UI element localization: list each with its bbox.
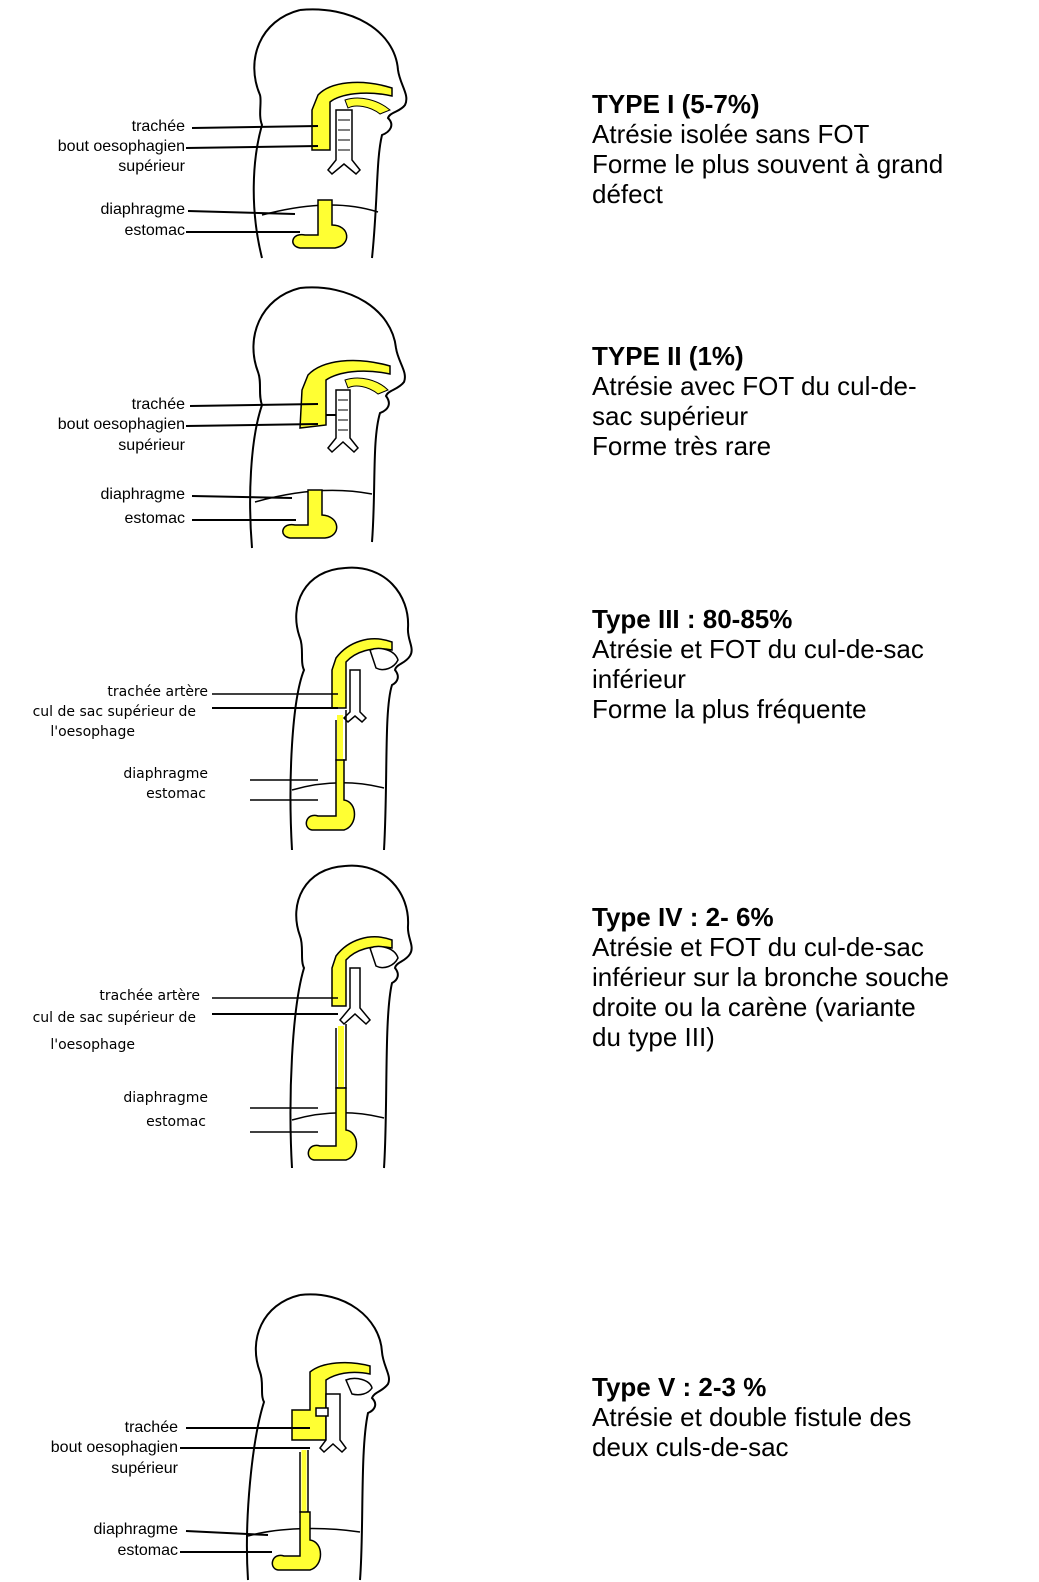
type-1-diagram (0, 0, 430, 270)
type-3-line-2: inférieur (592, 664, 1037, 694)
type-5-line-1: Atrésie et double fistule des (592, 1402, 1037, 1432)
type-2-line-1: Atrésie avec FOT du cul-de- (592, 371, 1037, 401)
type-1-line-3: défect (592, 179, 1037, 209)
type-4-line-4: du type III) (592, 1022, 1037, 1052)
label-trachee-artere: trachée artère (99, 988, 200, 1004)
type-3-line-1: Atrésie et FOT du cul-de-sac (592, 634, 1037, 664)
label-diaphragme: diaphragme (101, 486, 186, 504)
label-bout-oesophagien: bout oesophagien (58, 138, 185, 156)
type-5-line-2: deux culs-de-sac (592, 1432, 1037, 1462)
type-2-title: TYPE II (1%) (592, 341, 1037, 371)
label-trachee: trachée (125, 1419, 178, 1437)
label-oesophage: l'oesophage (50, 1037, 135, 1053)
label-estomac: estomac (146, 786, 206, 802)
type-2-line-3: Forme très rare (592, 431, 1037, 461)
type-3-line-3: Forme la plus fréquente (592, 694, 1037, 724)
type-4-line-1: Atrésie et FOT du cul-de-sac (592, 932, 1037, 962)
label-estomac: estomac (125, 222, 185, 240)
panel-type-2: trachée bout oesophagien supérieur diaph… (0, 280, 1039, 555)
type-2-line-2: sac supérieur (592, 401, 1037, 431)
type-1-line-2: Forme le plus souvent à grand (592, 149, 1037, 179)
label-diaphragme: diaphragme (123, 1090, 208, 1106)
label-trachee-artere: trachée artère (107, 684, 208, 700)
panel-type-5: trachée bout oesophagien supérieur diaph… (0, 1290, 1039, 1582)
label-superieur: supérieur (118, 158, 185, 176)
label-cul-de-sac-superieur: cul de sac supérieur de (33, 704, 196, 720)
type-3-description: Type III : 80-85% Atrésie et FOT du cul-… (592, 604, 1037, 724)
label-diaphragme: diaphragme (101, 201, 186, 219)
panel-type-3: trachée artère cul de sac supérieur de l… (0, 560, 1039, 855)
label-diaphragme: diaphragme (123, 766, 208, 782)
label-estomac: estomac (125, 510, 185, 528)
type-4-title: Type IV : 2- 6% (592, 902, 1037, 932)
label-superieur: supérieur (118, 437, 185, 455)
label-trachee: trachée (132, 396, 185, 414)
type-5-diagram (0, 1290, 430, 1582)
type-4-description: Type IV : 2- 6% Atrésie et FOT du cul-de… (592, 902, 1037, 1052)
type-4-line-3: droite ou la carène (variante (592, 992, 1037, 1022)
type-5-title: Type V : 2-3 % (592, 1372, 1037, 1402)
label-estomac: estomac (118, 1542, 178, 1560)
panel-type-1: trachée bout oesophagien supérieur diaph… (0, 0, 1039, 270)
type-1-line-1: Atrésie isolée sans FOT (592, 119, 1037, 149)
type-2-description: TYPE II (1%) Atrésie avec FOT du cul-de-… (592, 341, 1037, 461)
type-5-description: Type V : 2-3 % Atrésie et double fistule… (592, 1372, 1037, 1462)
label-trachee: trachée (132, 118, 185, 136)
label-diaphragme: diaphragme (94, 1521, 179, 1539)
type-4-line-2: inférieur sur la bronche souche (592, 962, 1037, 992)
label-bout-oesophagien: bout oesophagien (51, 1439, 178, 1457)
type-1-description: TYPE I (5-7%) Atrésie isolée sans FOT Fo… (592, 89, 1037, 209)
label-bout-oesophagien: bout oesophagien (58, 416, 185, 434)
label-superieur: supérieur (111, 1460, 178, 1478)
label-estomac: estomac (146, 1114, 206, 1130)
type-1-title: TYPE I (5-7%) (592, 89, 1037, 119)
type-3-title: Type III : 80-85% (592, 604, 1037, 634)
label-oesophage: l'oesophage (50, 724, 135, 740)
panel-type-4: trachée artère cul de sac supérieur de l… (0, 858, 1039, 1188)
label-cul-de-sac-superieur: cul de sac supérieur de (33, 1010, 196, 1026)
